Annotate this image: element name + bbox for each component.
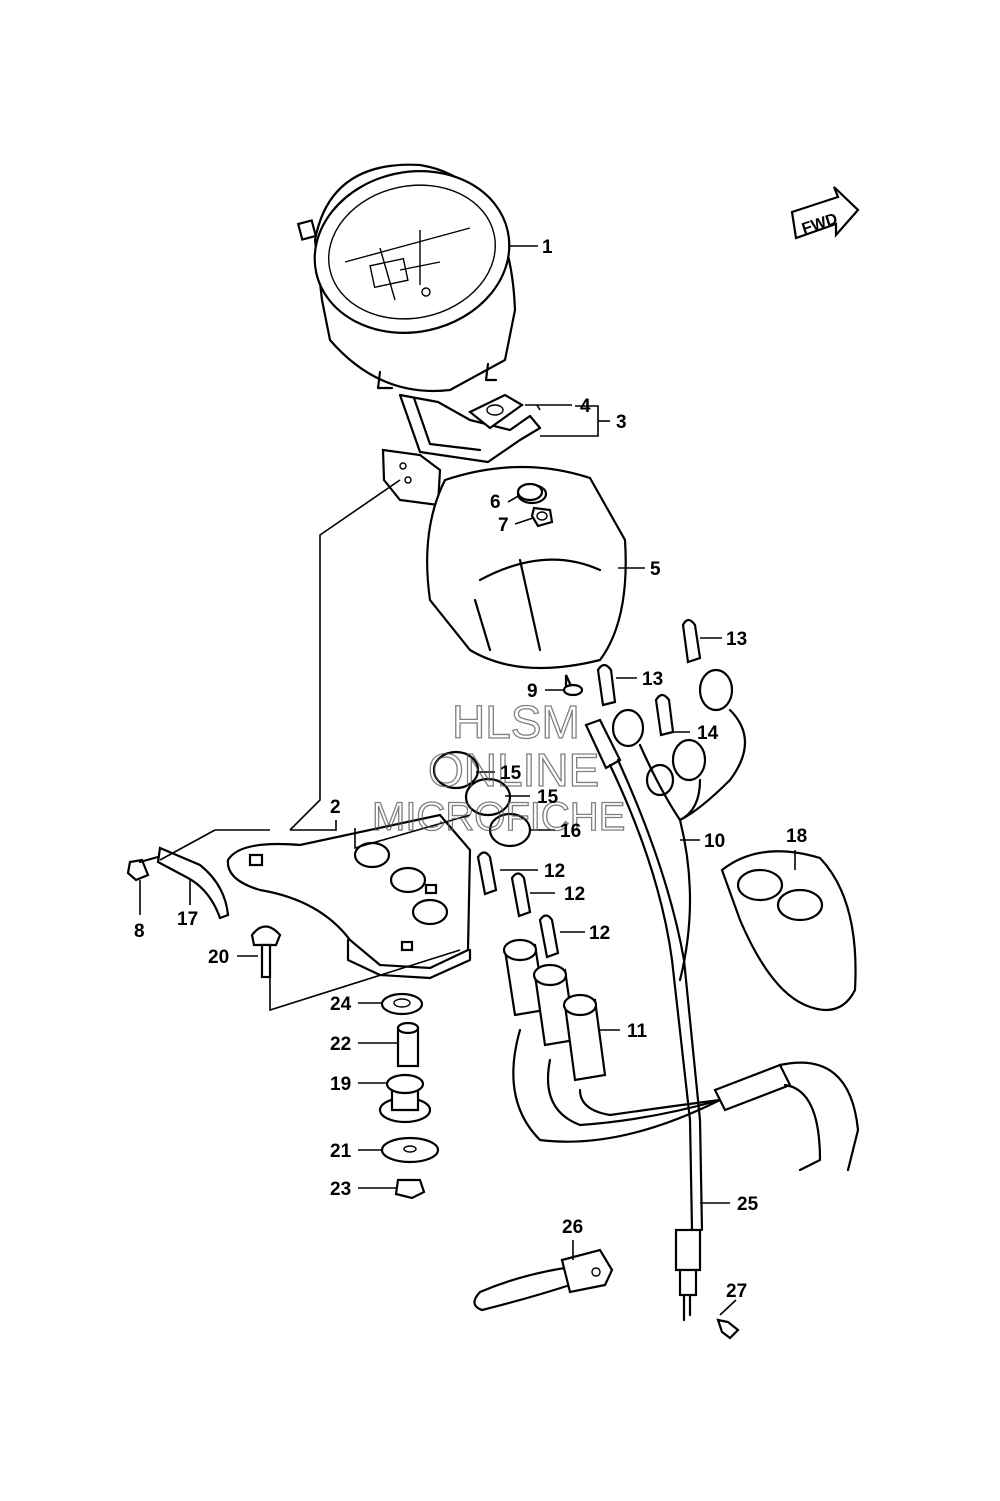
bulb-part[interactable] — [654, 693, 675, 737]
callout-6: 6 — [490, 492, 501, 513]
callout-19: 19 — [330, 1074, 351, 1095]
callout-16: 16 — [560, 821, 581, 842]
callout-13a: 13 — [726, 629, 747, 650]
cap-part[interactable] — [432, 750, 480, 790]
callout-27: 27 — [726, 1281, 747, 1302]
callout-13b: 13 — [642, 669, 663, 690]
callout-26: 26 — [562, 1217, 583, 1238]
callout-12c: 12 — [589, 923, 610, 944]
callout-5: 5 — [650, 559, 661, 580]
bolt-part-20[interactable] — [250, 925, 282, 979]
watermark-line2: ONLINE — [428, 744, 599, 796]
fwd-arrow-icon: FWD — [790, 186, 860, 240]
callout-9: 9 — [527, 681, 538, 702]
screw-part-27[interactable] — [716, 1318, 740, 1340]
washer-part-21[interactable] — [380, 1136, 440, 1164]
meter-plate-part[interactable] — [226, 813, 472, 980]
callout-12a: 12 — [544, 861, 565, 882]
callout-10: 10 — [704, 831, 725, 852]
indicator-cover-part[interactable] — [720, 850, 857, 1012]
bulb-part[interactable] — [681, 618, 702, 664]
callout-12b: 12 — [564, 884, 585, 905]
speedometer-part[interactable] — [296, 153, 524, 392]
callout-8: 8 — [134, 921, 145, 942]
cushion-part[interactable] — [467, 393, 525, 430]
callout-23: 23 — [330, 1179, 351, 1200]
stay-part[interactable] — [156, 846, 230, 920]
callout-labels: 1 2 3 4 5 6 7 8 9 10 11 12 12 12 13 13 1… — [134, 237, 807, 1302]
watermark: HLSM ONLINE MICROFICHE — [371, 695, 626, 839]
speedometer-cable-part[interactable] — [584, 718, 704, 1322]
callout-11: 11 — [627, 1021, 648, 1042]
washer-part[interactable] — [380, 992, 424, 1016]
callout-15b: 15 — [537, 787, 559, 808]
callout-1: 1 — [542, 237, 553, 258]
bulb-part[interactable] — [476, 851, 498, 896]
callout-15a: 15 — [500, 763, 522, 784]
callout-3: 3 — [616, 412, 627, 433]
nut-part-23[interactable] — [394, 1178, 426, 1200]
watermark-line3: MICROFICHE — [372, 795, 625, 839]
watermark-line1: HLSM — [452, 696, 580, 748]
grommet-part[interactable] — [516, 482, 544, 502]
callout-17: 17 — [177, 909, 198, 930]
callout-7: 7 — [498, 515, 509, 536]
spacer-part[interactable] — [396, 1021, 420, 1068]
clamp-part[interactable] — [473, 1248, 614, 1312]
callout-4: 4 — [580, 396, 591, 417]
callout-24: 24 — [330, 994, 352, 1015]
callout-21: 21 — [330, 1141, 352, 1162]
bulb-part[interactable] — [510, 872, 532, 918]
bulb-part[interactable] — [596, 663, 617, 707]
callout-20: 20 — [208, 947, 229, 968]
lower-socket-harness-part[interactable] — [502, 938, 860, 1172]
callout-22: 22 — [330, 1034, 351, 1055]
bulb-part[interactable] — [538, 914, 560, 959]
callout-14: 14 — [697, 723, 719, 744]
callout-2: 2 — [330, 797, 341, 818]
callout-18: 18 — [786, 826, 807, 847]
socket-harness-part[interactable] — [611, 668, 747, 982]
cap-part[interactable] — [464, 777, 512, 817]
grommet-part-19[interactable] — [378, 1073, 432, 1124]
leader-lines — [139, 245, 796, 1316]
callout-25: 25 — [737, 1194, 759, 1215]
screw-part[interactable] — [562, 674, 584, 697]
nut-part[interactable] — [530, 506, 554, 528]
